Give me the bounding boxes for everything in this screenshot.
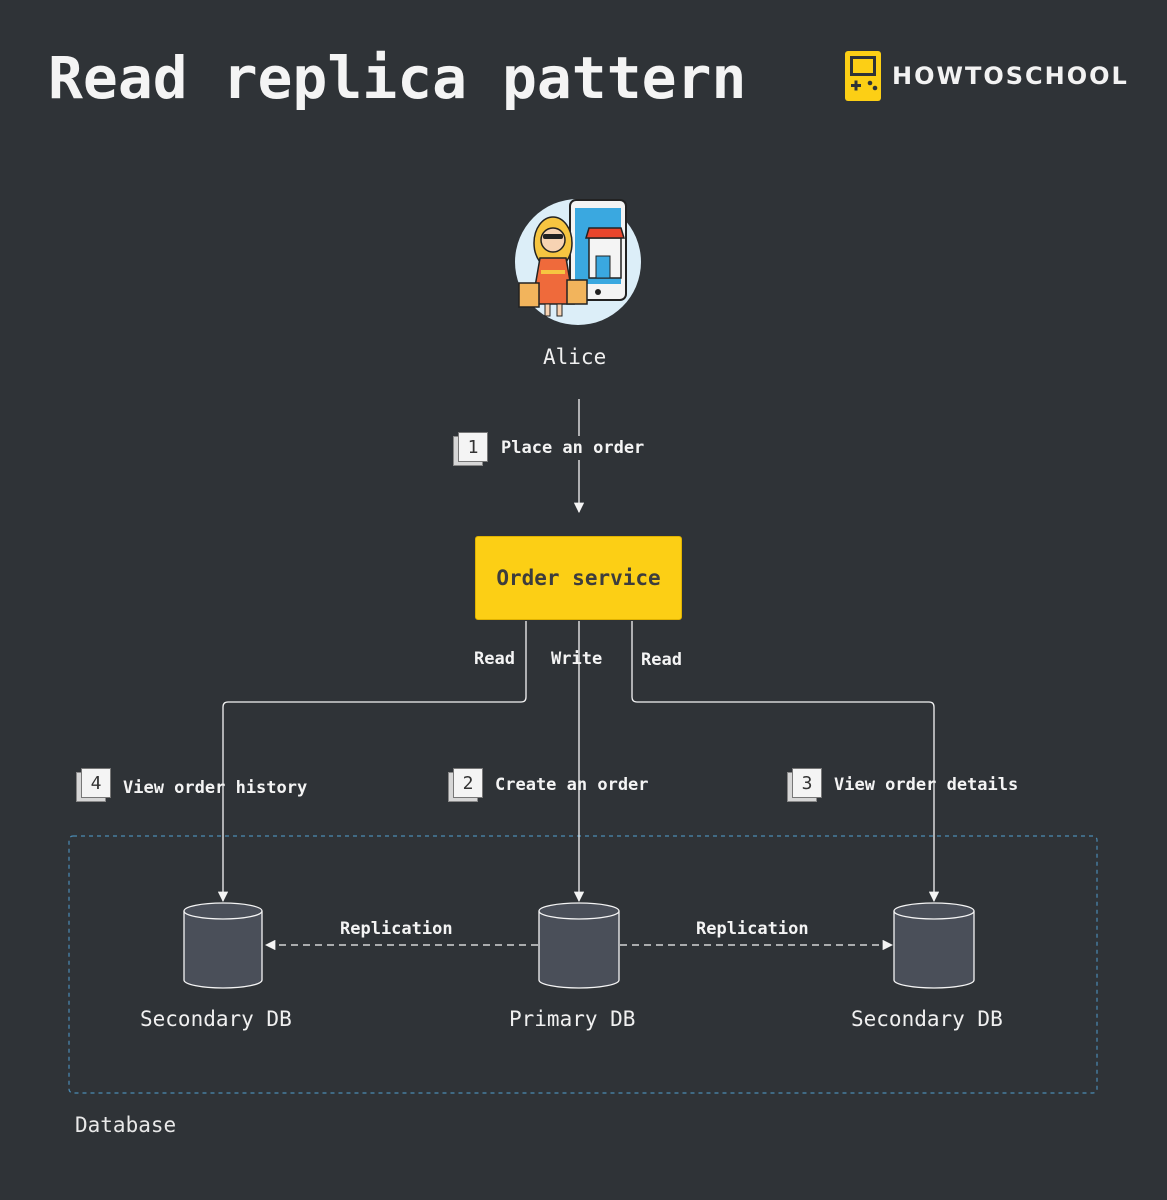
db-secondary-right-icon (893, 902, 975, 989)
step-number-2: 2 (453, 768, 483, 798)
replication-label-right: Replication (696, 919, 809, 939)
db-label-secondary-left: Secondary DB (140, 1007, 292, 1031)
step-label-1: Place an order (501, 438, 645, 458)
edge-read-left (217, 621, 527, 903)
step-label-3: View order details (834, 775, 1019, 795)
edge-label-read-right: Read (641, 650, 682, 670)
brand-logo: HOWTOSCHOOL (844, 50, 1129, 102)
step-badge-1: 1 (453, 432, 489, 468)
order-service-label: Order service (496, 566, 661, 590)
actor-label: Alice (543, 345, 607, 369)
page-title: Read replica pattern (48, 44, 747, 112)
step-label-2: Create an order (495, 775, 649, 795)
step-badge-3: 3 (787, 768, 823, 804)
step-number-3: 3 (792, 768, 822, 798)
step-badge-2: 2 (448, 768, 484, 804)
db-secondary-left-icon (183, 902, 263, 989)
step-label-4: View order history (123, 778, 308, 798)
replication-label-left: Replication (340, 919, 453, 939)
brand-name: HOWTOSCHOOL (892, 62, 1129, 90)
gameboy-icon (845, 51, 881, 101)
edge-label-read-left: Read (474, 649, 515, 669)
database-group-label: Database (75, 1113, 177, 1137)
step-number-1: 1 (458, 432, 488, 462)
db-label-primary: Primary DB (509, 1007, 636, 1031)
step-number-4: 4 (81, 768, 111, 798)
order-service-node: Order service (475, 536, 682, 620)
edge-label-write: Write (551, 649, 603, 669)
edge-read-right (631, 621, 940, 903)
shopper-with-phone-icon (515, 199, 641, 325)
step-badge-4: 4 (76, 768, 112, 804)
db-primary-icon (538, 902, 620, 989)
db-label-secondary-right: Secondary DB (851, 1007, 1003, 1031)
